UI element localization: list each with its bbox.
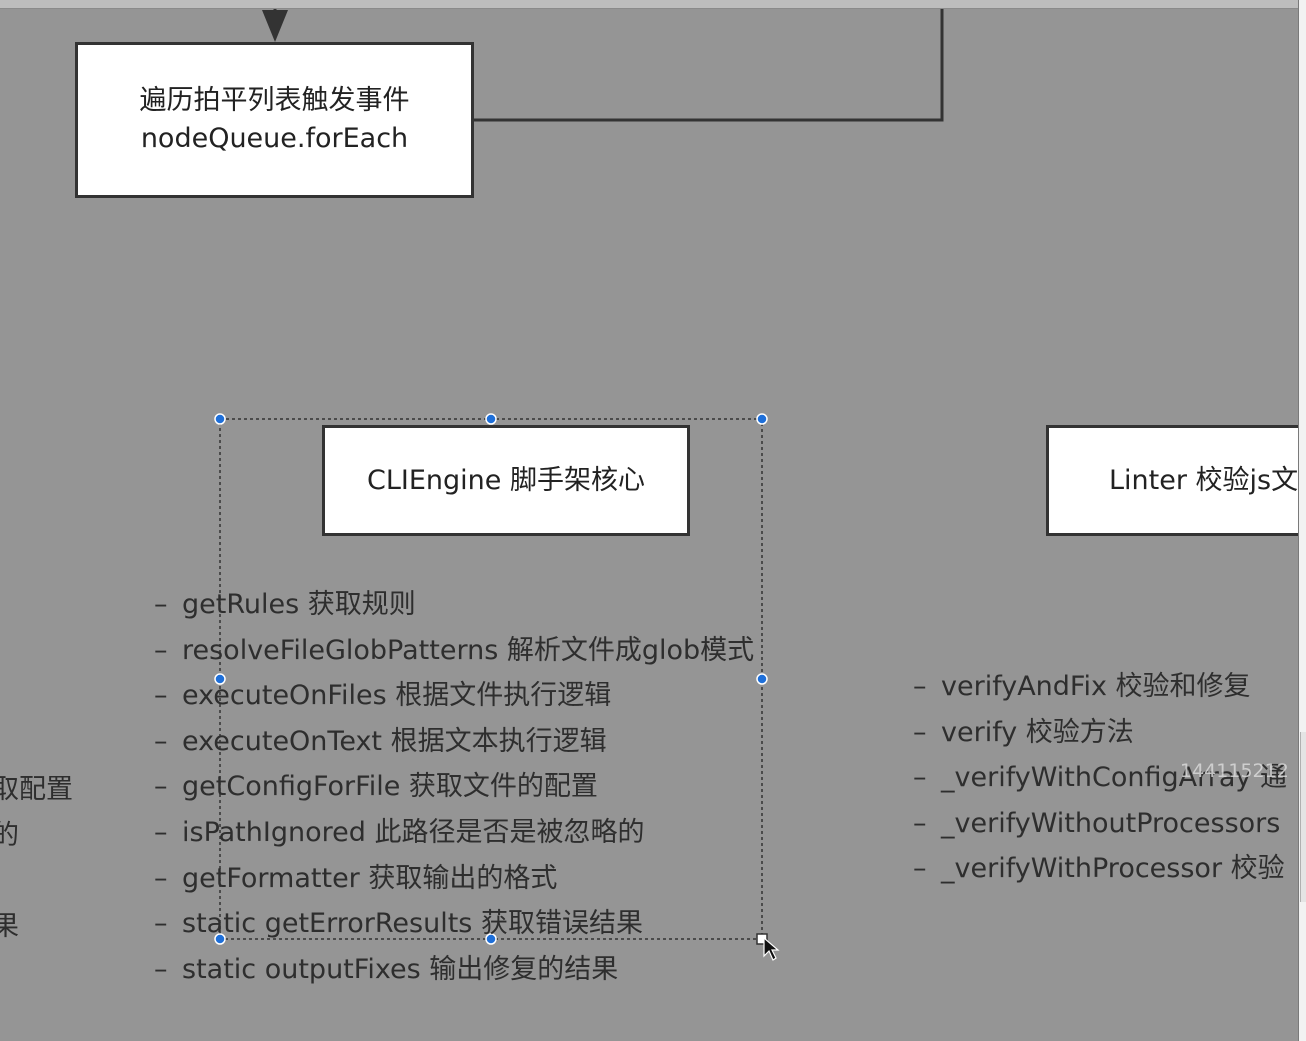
linter-method-item-text: _verifyWithProcessor 校验	[941, 853, 1285, 885]
list-dash: –	[913, 807, 927, 839]
vertical-scrollbar-thumb[interactable]	[1300, 732, 1306, 902]
cliengine-method-item-text: isPathIgnored 此路径是否是被忽略的	[182, 816, 645, 848]
cliengine-method-item-text: executeOnText 根据文本执行逻辑	[182, 725, 607, 757]
selection-handle-bottom-left[interactable]	[214, 933, 226, 945]
linter-method-item-text: _verifyWithoutProcessors	[941, 807, 1281, 839]
left-cut-item-text: 取配置	[0, 774, 73, 805]
linter-method-item-text: _verifyWithConfigArray 通	[941, 762, 1287, 794]
left-cut-item[interactable]: 的	[0, 813, 73, 859]
arrowhead-down-icon	[262, 10, 288, 42]
list-dash: –	[154, 634, 168, 666]
list-dash: –	[154, 908, 168, 940]
list-dash: –	[154, 725, 168, 757]
node-foreach-line1: 遍历拍平列表触发事件	[139, 85, 410, 116]
linter-method-list[interactable]: –verifyAndFix 校验和修复–verify 校验方法–_verifyW…	[913, 664, 1287, 892]
cliengine-method-item[interactable]: –getConfigForFile 获取文件的配置	[154, 764, 754, 810]
linter-method-item[interactable]: –_verifyWithoutProcessors	[913, 801, 1287, 847]
node-foreach[interactable]: 遍历拍平列表触发事件 nodeQueue.forEach	[75, 42, 474, 198]
list-dash: –	[154, 589, 168, 620]
cliengine-method-item-text: executeOnFiles 根据文件执行逻辑	[182, 680, 612, 712]
left-cut-item-text: 的	[0, 819, 19, 851]
selection-handle-top-left[interactable]	[214, 413, 226, 425]
left-cut-item[interactable]: 取配置	[0, 767, 73, 813]
left-cut-item[interactable]	[0, 858, 73, 904]
node-cliengine-label: CLIEngine 脚手架核心	[367, 464, 645, 496]
selection-handle-bottom-middle[interactable]	[485, 933, 497, 945]
selection-handle-middle-left[interactable]	[214, 673, 226, 685]
linter-method-item-text: verifyAndFix 校验和修复	[941, 671, 1251, 702]
left-cut-item[interactable]: 果	[0, 904, 73, 950]
left-cut-item-text: 果	[0, 910, 19, 942]
cliengine-method-item[interactable]: –getRules 获取规则	[154, 582, 754, 628]
node-linter-label: Linter 校验js文	[1109, 464, 1298, 496]
cliengine-method-item-text: static outputFixes 输出修复的结果	[182, 953, 619, 985]
selection-handle-middle-right[interactable]	[756, 673, 768, 685]
connector-elbow	[474, 0, 944, 122]
watermark-text: 144115212	[1180, 760, 1289, 782]
linter-method-item-text: verify 校验方法	[941, 716, 1134, 748]
node-cliengine[interactable]: CLIEngine 脚手架核心	[322, 425, 690, 536]
cliengine-method-item-text: resolveFileGlobPatterns 解析文件成glob模式	[182, 634, 755, 666]
node-foreach-line2: nodeQueue.forEach	[140, 123, 409, 154]
cliengine-method-item-text: static getErrorResults 获取错误结果	[182, 908, 643, 940]
top-toolbar-edge	[0, 0, 1306, 9]
list-dash: –	[154, 771, 168, 803]
cliengine-method-list[interactable]: –getRules 获取规则–resolveFileGlobPatterns 解…	[154, 582, 754, 992]
cliengine-method-item[interactable]: –static getErrorResults 获取错误结果	[154, 901, 754, 947]
node-linter[interactable]: Linter 校验js文	[1046, 425, 1298, 536]
cliengine-method-item-text: getConfigForFile 获取文件的配置	[182, 771, 598, 803]
list-dash: –	[154, 816, 168, 848]
list-dash: –	[913, 716, 927, 748]
selection-handle-top-right[interactable]	[756, 413, 768, 425]
selection-handle-bottom-right[interactable]	[756, 933, 768, 945]
cliengine-method-item[interactable]: –isPathIgnored 此路径是否是被忽略的	[154, 810, 754, 856]
list-dash: –	[913, 762, 927, 794]
cliengine-method-item[interactable]: –static outputFixes 输出修复的结果	[154, 947, 754, 993]
left-cut-method-list[interactable]: 取配置的果	[0, 767, 73, 949]
cliengine-method-item[interactable]: –getFormatter 获取输出的格式	[154, 856, 754, 902]
cliengine-method-item[interactable]: –resolveFileGlobPatterns 解析文件成glob模式	[154, 628, 754, 674]
list-dash: –	[154, 680, 168, 712]
linter-method-item[interactable]: –_verifyWithProcessor 校验	[913, 846, 1287, 892]
list-dash: –	[913, 671, 927, 702]
linter-method-item[interactable]: –verify 校验方法	[913, 710, 1287, 756]
list-dash: –	[154, 953, 168, 985]
right-panel-edge	[1298, 0, 1306, 1041]
selection-handle-top-middle[interactable]	[485, 413, 497, 425]
list-dash: –	[154, 862, 168, 894]
cliengine-method-item-text: getFormatter 获取输出的格式	[182, 862, 558, 894]
linter-method-item[interactable]: –_verifyWithConfigArray 通	[913, 755, 1287, 801]
cliengine-method-item-text: getRules 获取规则	[182, 589, 416, 620]
cliengine-method-item[interactable]: –executeOnFiles 根据文件执行逻辑	[154, 673, 754, 719]
list-dash: –	[913, 853, 927, 885]
linter-method-item[interactable]: –verifyAndFix 校验和修复	[913, 664, 1287, 710]
cliengine-method-item[interactable]: –executeOnText 根据文本执行逻辑	[154, 719, 754, 765]
